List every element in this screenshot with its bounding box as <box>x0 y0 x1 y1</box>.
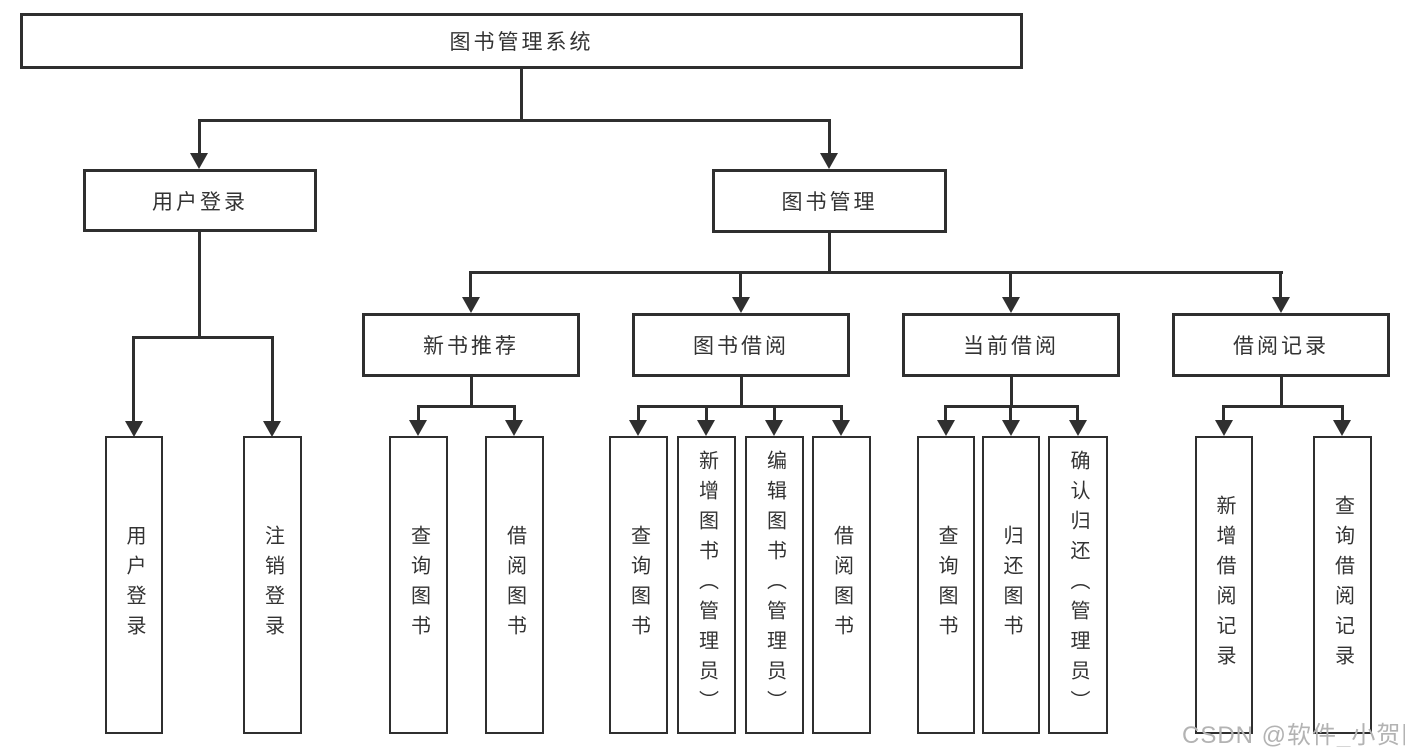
arrowhead-down-icon <box>820 153 838 169</box>
arrowhead-down-icon <box>125 421 143 437</box>
connector-stem <box>1341 405 1344 422</box>
connector-stem <box>417 405 420 422</box>
arrowhead-down-icon <box>1215 420 1233 436</box>
arrowhead-down-icon <box>190 153 208 169</box>
leaf-borrow-books: 借阅图书 <box>812 436 871 734</box>
arrowhead-down-icon <box>629 420 647 436</box>
connector-stem <box>944 405 947 422</box>
arrowhead-down-icon <box>1002 297 1020 313</box>
leaf-logout: 注销登录 <box>243 436 302 734</box>
connector-stem <box>513 405 516 422</box>
connector-split <box>417 405 516 408</box>
connector-stem <box>198 119 201 155</box>
arrowhead-down-icon <box>1069 420 1087 436</box>
connector-stem <box>1280 377 1283 405</box>
connector-stem <box>1076 405 1079 422</box>
leaf-add-borrow-record: 新增借阅记录 <box>1195 436 1253 734</box>
connector-stem <box>1010 377 1013 405</box>
arrowhead-down-icon <box>697 420 715 436</box>
leaf-return-books: 归还图书 <box>982 436 1040 734</box>
node-book-borrowing: 图书借阅 <box>632 313 850 377</box>
csdn-watermark: CSDN @软件_小贺同学 <box>1182 722 1405 747</box>
node-user-login-module: 用户登录 <box>83 169 317 232</box>
connector-split <box>1222 405 1344 408</box>
node-root: 图书管理系统 <box>20 13 1023 69</box>
arrowhead-down-icon <box>832 420 850 436</box>
connector-split <box>637 405 843 408</box>
leaf-edit-books-admin: 编辑图书（管理员） <box>745 436 804 734</box>
leaf-user-login: 用户登录 <box>105 436 163 734</box>
connector-stem <box>469 271 472 299</box>
connector-l3-split <box>469 271 1283 274</box>
arrowhead-down-icon <box>409 420 427 436</box>
leaf-query-books-recommend: 查询图书 <box>389 436 448 734</box>
arrowhead-down-icon <box>505 420 523 436</box>
connector-stem <box>773 405 776 422</box>
connector-stem <box>828 119 831 155</box>
connector-l2-split <box>198 119 831 122</box>
arrowhead-down-icon <box>462 297 480 313</box>
leaf-confirm-return-admin: 确认归还（管理员） <box>1048 436 1108 734</box>
connector-stem <box>470 377 473 405</box>
connector-stem <box>271 336 274 422</box>
node-book-management: 图书管理 <box>712 169 947 233</box>
connector-stem <box>1222 405 1225 422</box>
arrowhead-down-icon <box>765 420 783 436</box>
arrowhead-down-icon <box>263 421 281 437</box>
node-borrowing-records: 借阅记录 <box>1172 313 1390 377</box>
node-current-borrowing: 当前借阅 <box>902 313 1120 377</box>
connector-stem <box>705 405 708 422</box>
connector-root-stem <box>520 69 523 119</box>
arrowhead-down-icon <box>1002 420 1020 436</box>
arrowhead-down-icon <box>1333 420 1351 436</box>
leaf-add-books-admin: 新增图书（管理员） <box>677 436 736 734</box>
connector-split <box>132 336 274 339</box>
arrowhead-down-icon <box>732 297 750 313</box>
leaf-query-borrow-record: 查询借阅记录 <box>1313 436 1372 734</box>
connector-stem <box>1009 405 1012 422</box>
connector-stem <box>132 336 135 422</box>
connector-stem <box>840 405 843 422</box>
arrowhead-down-icon <box>937 420 955 436</box>
node-new-book-recommend: 新书推荐 <box>362 313 580 377</box>
connector-stem <box>198 232 201 336</box>
connector-stem <box>828 233 831 271</box>
arrowhead-down-icon <box>1272 297 1290 313</box>
connector-stem <box>1279 271 1282 299</box>
leaf-query-books-borrow: 查询图书 <box>609 436 668 734</box>
leaf-query-books-current: 查询图书 <box>917 436 975 734</box>
connector-stem <box>1009 271 1012 299</box>
leaf-borrow-books-recommend: 借阅图书 <box>485 436 544 734</box>
connector-stem <box>637 405 640 422</box>
connector-stem <box>739 271 742 299</box>
connector-stem <box>740 377 743 405</box>
